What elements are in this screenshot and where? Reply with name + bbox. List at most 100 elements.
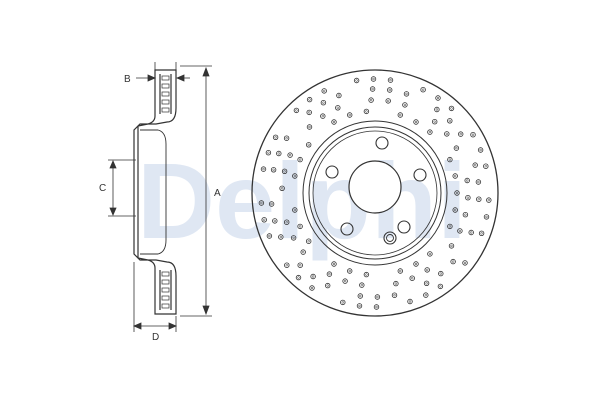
dimension-lines — [108, 62, 212, 332]
drill-hole — [266, 233, 273, 239]
drill-hole — [402, 102, 408, 108]
drill-hole — [306, 124, 313, 130]
drill-hole — [292, 207, 298, 213]
dim-a-arrow-bottom — [202, 305, 210, 316]
drill-hole — [468, 229, 474, 236]
drill-hole — [320, 99, 327, 106]
drill-hole — [448, 105, 455, 112]
vent-channel — [161, 99, 170, 105]
drill-hole — [268, 201, 275, 207]
drill-hole — [290, 235, 297, 241]
dim-b-arrow-left — [147, 74, 157, 82]
drill-hole — [387, 87, 393, 93]
bolt-hole — [397, 220, 411, 234]
drill-hole — [465, 194, 471, 201]
drill-hole — [297, 262, 303, 268]
drill-hole — [279, 185, 285, 191]
drill-hole — [477, 147, 484, 153]
drill-hole — [370, 76, 377, 82]
friction-ring-inner-edge — [302, 120, 448, 266]
drill-hole — [424, 267, 430, 273]
drill-hole — [272, 218, 278, 224]
drill-hole — [284, 262, 290, 268]
drill-hole — [413, 119, 419, 125]
vent-channel — [161, 287, 170, 293]
drill-hole — [452, 207, 458, 213]
drill-hole — [261, 217, 267, 223]
drill-hole — [287, 152, 293, 158]
dim-d-arrow-right — [168, 322, 178, 330]
hat-step — [312, 130, 438, 256]
drill-hole — [331, 119, 337, 125]
drill-hole — [265, 149, 272, 156]
drill-hole — [393, 280, 399, 287]
drill-hole — [306, 142, 312, 148]
drill-hole — [357, 293, 363, 299]
drill-hole — [347, 112, 353, 118]
drill-hole — [295, 274, 302, 281]
screw-hole-outer — [383, 231, 397, 245]
drill-hole — [340, 299, 346, 306]
hat-outer-edge — [308, 126, 442, 260]
drill-hole — [284, 219, 290, 225]
drill-hole — [462, 211, 469, 218]
drill-hole — [293, 107, 300, 114]
drill-hole — [272, 134, 279, 140]
bolt-hole — [375, 136, 389, 150]
dim-label-a: A — [214, 188, 221, 199]
drill-hole — [306, 109, 312, 116]
drill-hole — [475, 179, 482, 185]
drill-hole — [453, 145, 460, 151]
dim-a-arrow-top — [202, 66, 210, 77]
dim-label-c: C — [99, 183, 106, 194]
drill-hole — [310, 273, 316, 280]
disc-front-view — [251, 69, 499, 317]
drill-hole — [397, 268, 403, 274]
drill-hole — [407, 298, 413, 305]
vent-channel — [161, 107, 170, 113]
drill-hole — [409, 275, 415, 281]
drill-hole — [435, 95, 441, 101]
drill-hole — [342, 278, 348, 284]
drill-hole — [447, 223, 453, 230]
drill-hole — [470, 131, 476, 138]
drill-hole — [309, 285, 315, 291]
drill-hole — [423, 280, 430, 286]
vent-channel — [161, 295, 170, 301]
drill-hole — [374, 294, 381, 300]
drill-hole — [363, 108, 370, 115]
drill-hole — [258, 200, 265, 206]
bolt-hole — [325, 165, 339, 179]
drill-hole — [391, 292, 398, 298]
drill-hole — [452, 173, 458, 179]
drill-hole — [464, 177, 470, 184]
locating-screw-hole — [383, 231, 397, 245]
drill-hole — [483, 163, 489, 169]
vent-channels-bottom — [161, 271, 170, 309]
drill-hole — [270, 167, 277, 173]
drill-hole — [403, 91, 410, 97]
vent-channel — [161, 271, 170, 277]
drill-hole — [478, 230, 485, 236]
drill-hole — [321, 88, 327, 94]
drill-hole — [326, 271, 333, 277]
drill-hole — [450, 258, 456, 265]
drill-hole — [353, 77, 360, 84]
drill-hole — [276, 150, 282, 157]
drill-holes — [258, 76, 492, 310]
drill-hole — [472, 162, 478, 168]
drill-hole — [385, 98, 391, 104]
dim-label-b: B — [124, 74, 131, 85]
drill-hole — [278, 234, 284, 240]
drill-hole — [347, 268, 353, 274]
drill-hole — [297, 223, 303, 230]
dim-c-arrow-top — [109, 159, 117, 169]
vent-channel — [161, 279, 170, 285]
drill-hole — [359, 282, 365, 288]
drill-hole — [336, 92, 342, 99]
drill-hole — [462, 260, 468, 266]
drill-hole — [306, 96, 313, 103]
drill-hole — [447, 118, 453, 124]
drill-hole — [483, 214, 490, 220]
drill-hole — [448, 243, 455, 249]
